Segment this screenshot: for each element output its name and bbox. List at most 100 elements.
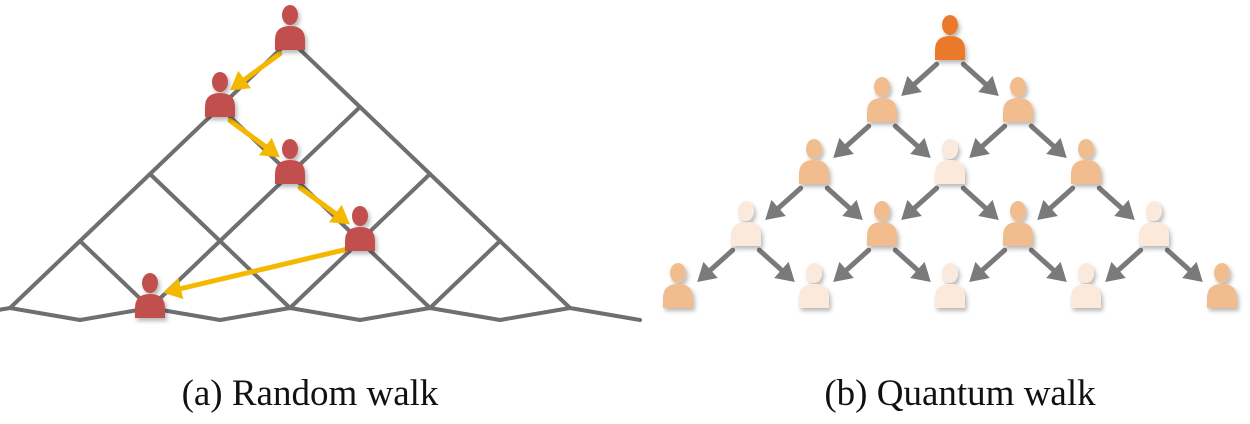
arrow-head (258, 137, 280, 158)
person-head (1010, 77, 1026, 97)
lattice-edge (428, 172, 502, 243)
walker-icon (135, 273, 165, 318)
walker-icon (867, 77, 897, 122)
lattice-edge (78, 172, 152, 243)
quantum-arrow (960, 61, 999, 96)
lattice-edge (498, 239, 572, 310)
lattice-edge (218, 172, 292, 243)
quantum-arrows (697, 61, 1203, 282)
quantum-arrow (969, 123, 1008, 158)
arrow-head (1105, 261, 1126, 282)
arrow-head (978, 75, 999, 96)
walker-icon (935, 139, 965, 184)
walker-icon (731, 201, 761, 246)
quantum-arrow (756, 247, 795, 282)
walker-icon (205, 72, 235, 117)
arrow-shaft (239, 51, 283, 84)
quantum-arrow (765, 185, 804, 220)
path-arrow (230, 51, 283, 91)
person-body (275, 26, 305, 50)
arrow-head (163, 278, 184, 300)
lattice-edge (288, 306, 362, 322)
person-body (345, 227, 375, 251)
arrow-head (969, 137, 990, 158)
arrow-head (1114, 199, 1135, 220)
lattice-edge (358, 306, 432, 322)
arrow-shaft (978, 123, 1008, 151)
person-head (874, 201, 890, 221)
arrow-shaft (960, 185, 990, 213)
lattice-edge (568, 306, 642, 322)
person-body (1207, 284, 1237, 308)
arrow-head (765, 199, 786, 220)
arrow-shaft (297, 185, 341, 218)
lattice-edge (358, 239, 432, 310)
arrow-head (230, 70, 252, 91)
person-head (1078, 263, 1094, 283)
lattice-edge (498, 306, 572, 322)
arrow-head (833, 261, 854, 282)
lattice-edge (0, 306, 12, 312)
person-head (670, 263, 686, 283)
arrow-shaft (1114, 247, 1144, 275)
arrow-head (697, 261, 718, 282)
lattice-edge (428, 306, 502, 322)
person-body (935, 284, 965, 308)
person-body (935, 36, 965, 60)
arrow-shaft (1028, 123, 1058, 151)
person-head (282, 5, 298, 25)
arrow-head (910, 137, 931, 158)
person-head (1146, 201, 1162, 221)
lattice-edge (288, 38, 362, 109)
quantum-arrow (833, 123, 872, 158)
person-body (867, 222, 897, 246)
quantum-arrow (901, 185, 940, 220)
person-body (205, 93, 235, 117)
walker-icon (1003, 77, 1033, 122)
person-head (942, 139, 958, 159)
lattice-edge (288, 105, 362, 176)
walker-icon (1071, 263, 1101, 308)
quantum-arrow (697, 247, 736, 282)
person-head (806, 139, 822, 159)
path-arrow (297, 185, 350, 225)
arrow-head (1046, 137, 1067, 158)
walker-icon (1139, 201, 1169, 246)
person-head (738, 201, 754, 221)
quantum-arrow (833, 247, 872, 282)
arrow-shaft (892, 123, 922, 151)
lattice-edge (428, 239, 502, 310)
arrow-shaft (892, 247, 922, 275)
quantum-walk-panel (663, 15, 1237, 308)
quantum-arrow (1105, 247, 1144, 282)
person-body (1071, 284, 1101, 308)
quantum-arrow (1037, 185, 1076, 220)
lattice (0, 38, 642, 322)
quantum-arrow (969, 247, 1008, 282)
arrow-head (328, 204, 350, 225)
arrow-head (901, 75, 922, 96)
walker-icon (1071, 139, 1101, 184)
person-head (352, 206, 368, 226)
arrow-shaft (756, 247, 786, 275)
random-walk-panel (0, 5, 642, 322)
walker-icon (1003, 201, 1033, 246)
lattice-edge (148, 239, 222, 310)
lattice-edge (148, 172, 222, 243)
arrow-head (842, 199, 863, 220)
walker-icon (345, 206, 375, 251)
lattice-edge (8, 306, 82, 322)
arrow-shaft (824, 185, 854, 213)
lattice-edge (358, 105, 432, 176)
arrow-shaft (910, 61, 940, 89)
arrow-shaft (1046, 185, 1076, 213)
arrow-shaft (960, 61, 990, 89)
walker-icon (663, 263, 693, 308)
arrow-shaft (175, 246, 350, 292)
walker-icon (799, 263, 829, 308)
walker-icon (935, 15, 965, 60)
person-head (942, 263, 958, 283)
person-body (1003, 98, 1033, 122)
arrow-shaft (706, 247, 736, 275)
